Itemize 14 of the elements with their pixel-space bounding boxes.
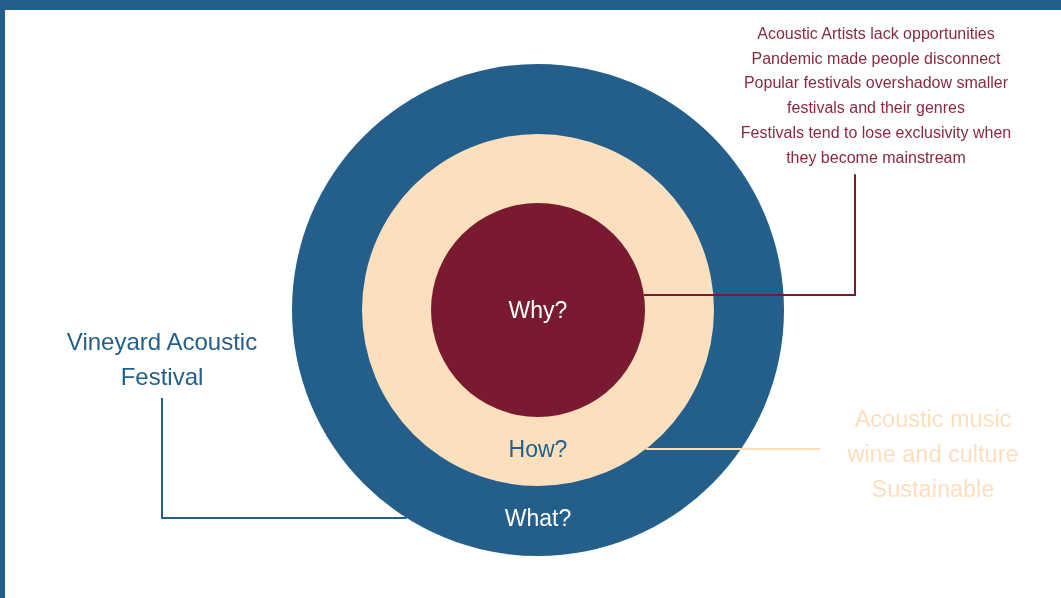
- circle-label: How?: [507, 436, 569, 464]
- festival-name: Vineyard Acoustic Festival: [65, 327, 259, 392]
- method-text: Sustainable: [870, 475, 996, 504]
- leader-line: [642, 173, 856, 296]
- reason-text: Popular festivals overshadow smaller festivals and their genres: [742, 73, 1010, 119]
- circle-label: What?: [503, 505, 573, 533]
- leader-line: [161, 397, 408, 519]
- reason-text: Festivals tend to lose exclusivity when they become mainstream: [739, 122, 1013, 168]
- circle-label: Why?: [507, 297, 569, 325]
- reason-text: Pandemic made people disconnect: [750, 48, 1002, 69]
- method-text: wine and culture: [846, 440, 1020, 469]
- leader-line: [644, 448, 821, 450]
- method-text: Acoustic music: [853, 405, 1013, 434]
- reason-text: Acoustic Artists lack opportunities: [756, 24, 996, 44]
